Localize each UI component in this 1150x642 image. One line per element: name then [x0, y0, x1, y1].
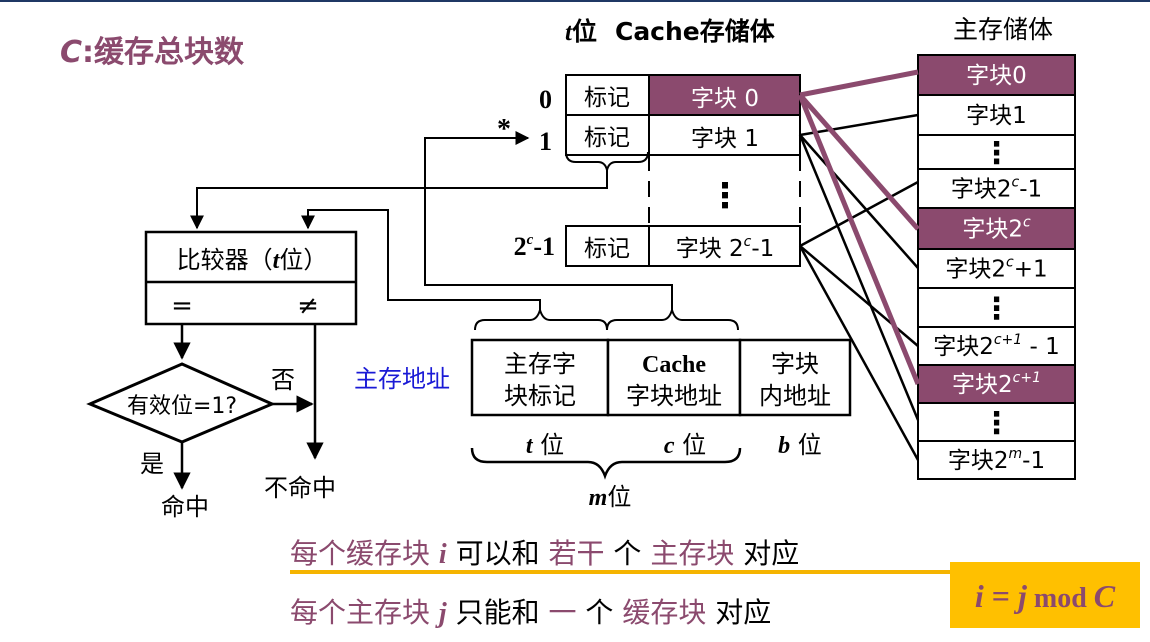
formula-box	[950, 562, 1140, 628]
address-field-tag-line1: 主存字	[504, 350, 576, 378]
address-field-offset	[738, 338, 852, 417]
main-memory-cell	[917, 134, 1076, 170]
map-hl-1	[799, 69, 919, 98]
cache-tag-label-last: 标记	[584, 236, 630, 262]
comparator-label: 比较器（t位）	[177, 246, 328, 274]
cache-tag-cell-1	[565, 114, 650, 156]
total-width-brace	[470, 447, 742, 480]
cache-ellipsis: ⋮	[708, 176, 742, 216]
main-memory-label: 字块2c	[962, 215, 1031, 243]
valid-bit-decision	[86, 362, 276, 444]
map-line-3	[798, 134, 920, 421]
mapping-lines-highlight	[797, 69, 921, 385]
comparator-box	[144, 230, 358, 326]
map-line-4	[799, 180, 919, 248]
cache-store: 标记 标记 标记 字块 0 字块 1 字块 2c-1 ⋮ 0 1 2c-1 *	[497, 74, 801, 267]
cache-block-label-last: 字块 2c-1	[676, 234, 775, 262]
main-memory-label: 字块2c+1 - 1	[933, 332, 1060, 360]
decision-no-label: 否	[271, 366, 295, 394]
main-memory-header: 主存储体	[953, 15, 1053, 44]
hit-label: 命中	[161, 493, 209, 521]
cache-index-last: 2c-1	[514, 232, 555, 261]
width-t: t 位	[526, 431, 564, 459]
address-field-index-line2: 字块地址	[626, 382, 722, 410]
main-memory-cell	[917, 287, 1076, 328]
main-memory-cell	[917, 54, 1076, 96]
map-line-5	[799, 245, 919, 347]
decision-yes-label: 是	[140, 450, 164, 478]
main-memory-label: ⋮	[982, 406, 1012, 441]
main-memory-label: 字块2m-1	[948, 446, 1045, 474]
cache-block-label-1: 字块 1	[691, 126, 759, 152]
cache-tag-label-1: 标记	[584, 125, 630, 151]
miss-label: 不命中	[264, 474, 336, 502]
statement-line-1: 每个缓存块 i 可以和 若干 个 主存块 对应	[290, 537, 799, 570]
main-memory-store: 字块0 字块1 ⋮ 字块2c-1 字块2c 字块2c+1 ⋮ 字块2c+1 - 1 字块2c+1…	[917, 54, 1076, 480]
main-memory-cell	[917, 402, 1076, 442]
tag-field-brace	[474, 306, 608, 331]
map-hl-3	[797, 94, 921, 385]
current-row-star: *	[497, 114, 511, 145]
comparator-outputs	[173, 324, 324, 490]
main-memory-label: 字块0	[966, 63, 1027, 89]
map-line-6	[798, 245, 920, 461]
address-field-tag-line2: 块标记	[504, 382, 576, 410]
address-tag-to-comparator	[301, 209, 541, 310]
main-memory-cell	[917, 248, 1076, 289]
cache-block-label-0: 字块 0	[691, 86, 759, 112]
main-memory-label: 字块1	[966, 103, 1027, 129]
address-field-offset-line2: 内地址	[759, 382, 831, 410]
comparator-not-equal: ≠	[297, 291, 319, 321]
main-memory-label: ⋮	[982, 136, 1012, 171]
main-memory-label: 字块2c-1	[951, 175, 1042, 203]
map-line-1	[799, 113, 919, 137]
mapping-lines	[798, 113, 920, 461]
address-field-offset-line1: 字块	[771, 350, 819, 378]
main-memory-cell	[917, 326, 1076, 366]
width-c: c 位	[664, 431, 706, 459]
address-field-index-line1: Cache	[642, 352, 706, 378]
index-to-cache-row	[424, 131, 673, 310]
main-memory-cell	[917, 168, 1076, 209]
slide-title: C:缓存总块数	[60, 35, 245, 70]
main-memory-label: 字块2c+1	[945, 255, 1047, 283]
statement-line-2: 每个主存块 j 只能和 一 个 缓存块 对应	[290, 596, 771, 629]
width-m: m位	[589, 483, 632, 511]
address-fields: 主存字 块标记 Cache 字块地址 字块 内地址	[470, 338, 852, 417]
decision-label: 有效位=1?	[127, 394, 237, 419]
comparator-equal: =	[171, 291, 193, 321]
map-hl-2	[798, 93, 920, 231]
width-b: b 位	[778, 431, 822, 459]
address-field-tag	[470, 338, 610, 417]
main-memory-label: 字块2c+1	[952, 370, 1041, 398]
index-field-brace	[606, 306, 739, 331]
cache-tag-label-0: 标记	[584, 85, 630, 111]
main-memory-cell	[917, 440, 1076, 480]
cache-index-1: 1	[539, 127, 552, 156]
address-label: 主存地址	[354, 365, 450, 393]
comparator-connections	[190, 131, 673, 310]
address-field-index	[606, 338, 742, 417]
cache-index-0: 0	[539, 85, 552, 114]
map-line-2	[799, 134, 919, 269]
cache-block-cell-0	[648, 74, 801, 116]
formula-text: i = j mod C	[975, 578, 1116, 614]
tag-to-comparator	[190, 170, 608, 230]
main-memory-label: ⋮	[982, 292, 1012, 327]
